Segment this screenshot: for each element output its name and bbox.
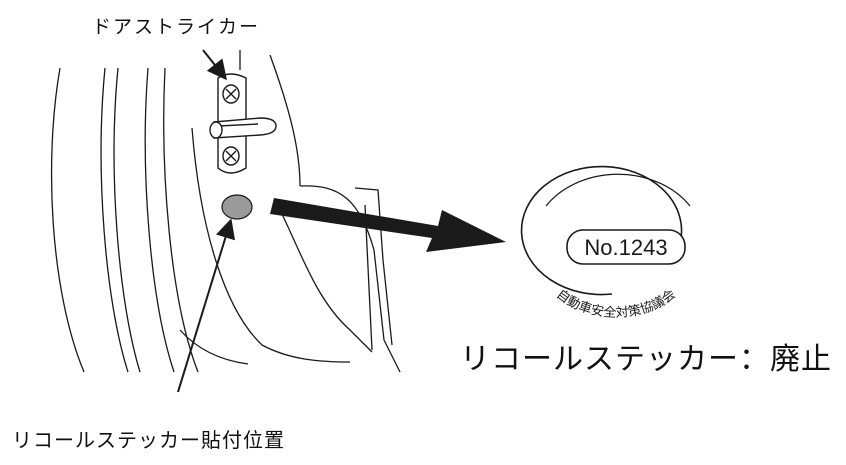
big-arrow	[270, 198, 506, 252]
sticker-number: No.1243	[584, 235, 667, 260]
recall-sticker: No.1243 自動車安全対策協議会	[520, 165, 691, 321]
sticker-position-label: リコールステッカー貼付位置	[12, 428, 285, 452]
sticker-spot	[221, 194, 253, 220]
position-leader-arrow	[177, 218, 236, 393]
door-striker	[209, 73, 277, 174]
sticker-number-box	[566, 229, 686, 265]
striker-leader-arrow	[202, 49, 227, 81]
door-frame-lines	[50, 50, 401, 373]
sticker-abolished-label: リコールステッカー：廃止	[460, 342, 832, 377]
sticker-arc-text: 自動車安全対策協議会	[553, 287, 678, 321]
door-striker-label: ドアストライカー	[92, 16, 261, 38]
